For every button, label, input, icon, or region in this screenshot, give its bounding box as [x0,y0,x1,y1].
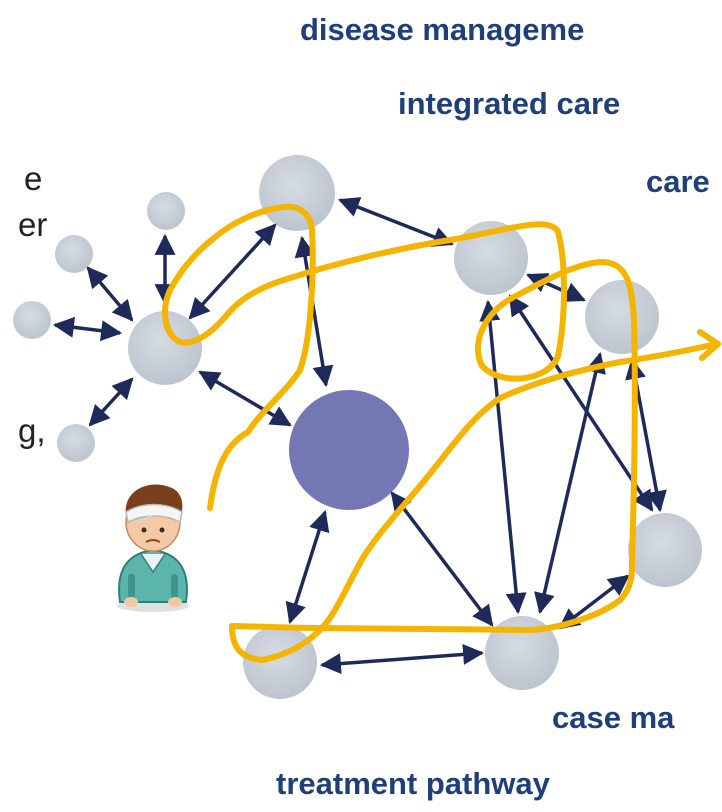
node-right-lower [628,513,702,587]
nodes [13,155,702,699]
left-text-fragment-1: e [24,160,43,197]
arrow-topright-bottomright [479,299,527,615]
left-text-fragment-3: g, [18,412,46,449]
node-satellite-upper-left [55,235,93,273]
node-left-hub [128,311,202,385]
node-central [289,390,409,510]
arrow-hub-satellite-upper-left [86,266,134,322]
pathway-arrow-head [697,329,721,361]
arrow-bottomright-rightlower [558,574,630,630]
arrow-central-bottomright [390,491,494,627]
arrow-rightupper-bottomright [534,351,606,615]
node-satellite-top [147,192,185,230]
node-satellite-left [13,301,51,339]
treatment-pathway-scribble [162,203,719,663]
node-bottom-left [243,625,317,699]
label-case-management: case ma [552,700,675,735]
arrow-hub-satellite-lower-left [88,377,134,427]
arrow-hub-satellite-left [52,316,123,342]
arrow-bottomleft-bottomright [319,643,485,675]
arrow-hub-top [188,223,277,320]
left-text-fragment-2: er [18,206,48,243]
arrow-hub-central [198,370,292,427]
label-integrated-care: integrated care [398,86,621,121]
node-top [259,155,335,231]
arrow-top-topright [338,197,454,247]
label-care: care [646,164,710,199]
label-treatment-pathway: treatment pathway [276,766,550,801]
patient-icon [117,484,189,612]
node-top-right [454,221,528,295]
arrow-top-central [294,235,334,388]
node-right-upper [585,280,659,354]
arrow-central-bottomleft [285,509,330,625]
node-bottom-right [485,616,559,690]
label-disease-management: disease manageme [300,12,585,47]
node-satellite-lower-left [57,424,95,462]
arrows [52,197,667,675]
